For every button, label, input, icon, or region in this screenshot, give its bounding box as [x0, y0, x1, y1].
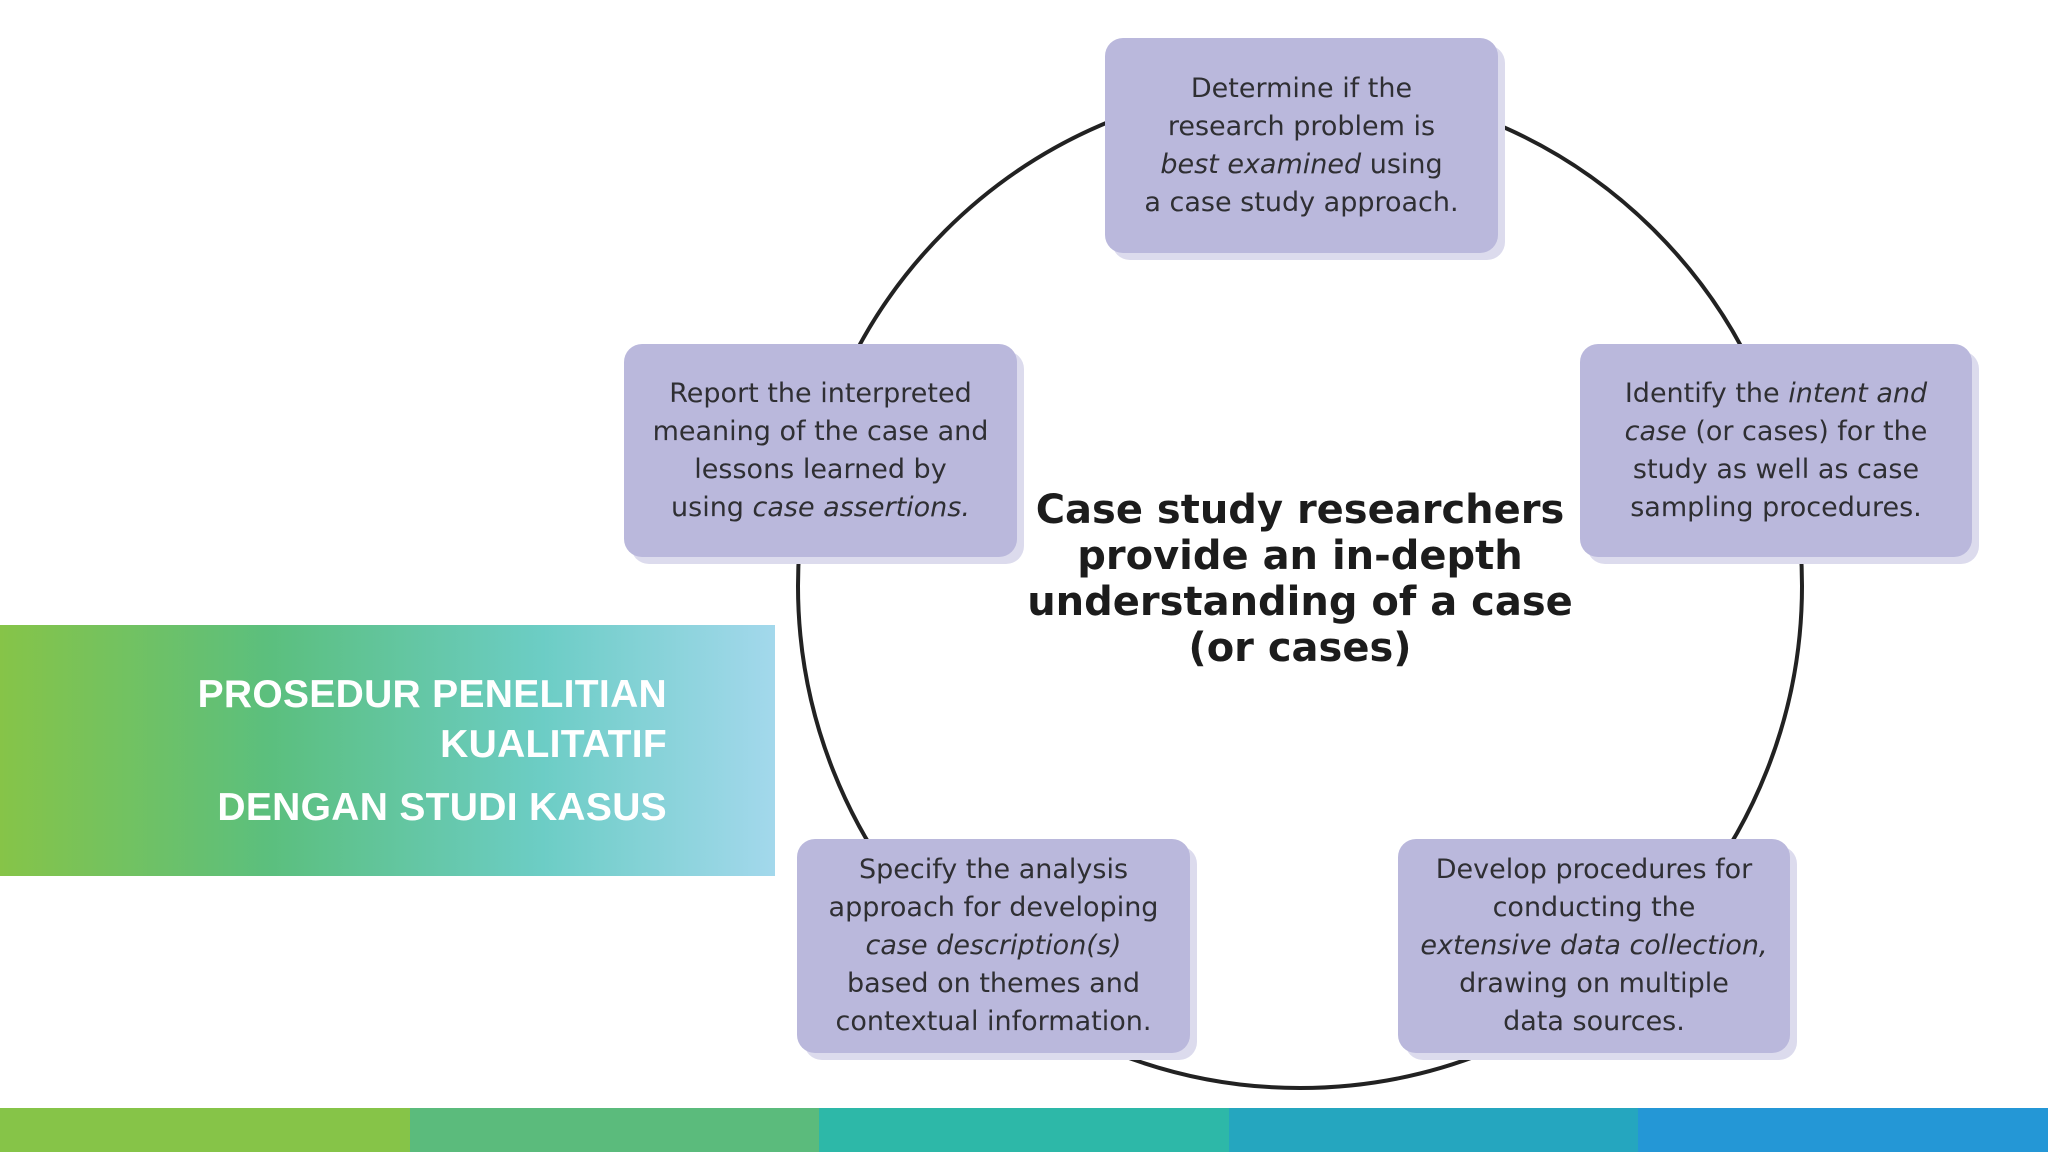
node-text-line: best examined using	[1144, 146, 1458, 184]
node-text-line: drawing on multiple	[1420, 965, 1767, 1003]
node-determine: Determine if the research problem is best …	[1105, 38, 1498, 253]
node-text-run: Specify the analysis	[858, 854, 1129, 885]
node-text-run: sampling procedures.	[1630, 491, 1922, 523]
footer-segment	[409, 1108, 820, 1152]
node-text-line: case description(s)	[829, 927, 1159, 965]
node-text-line: Determine if the	[1144, 70, 1458, 108]
center-statement: Case study researchers provide an in-dep…	[1000, 487, 1600, 671]
node-text-run: conducting the	[1492, 892, 1696, 923]
node-text-run: drawing on multiple	[1459, 968, 1729, 999]
node-text-line: sampling procedures.	[1625, 489, 1928, 527]
node-text-run: a case study approach.	[1144, 186, 1459, 218]
node-text-run: Determine if the	[1190, 72, 1413, 104]
node-text-run: contextual information.	[835, 1006, 1152, 1037]
footer-segment	[1228, 1108, 1639, 1152]
node-text-line: approach for developing	[829, 889, 1159, 927]
node-text-line: Specify the analysis	[829, 851, 1159, 889]
node-text-run: lessons learned by	[694, 453, 947, 485]
node-report-text: Report the interpreted meaning of the cas…	[653, 375, 989, 527]
node-text-run: study as well as case	[1632, 453, 1920, 485]
node-text-run: using	[671, 491, 753, 523]
node-text-italic: intent and	[1788, 377, 1928, 409]
node-text-line: Develop procedures for	[1420, 851, 1767, 889]
footer-color-bar	[0, 1108, 2048, 1152]
node-text-run: approach for developing	[828, 892, 1159, 923]
node-text-line: extensive data collection,	[1420, 927, 1767, 965]
node-text-run: using	[1361, 148, 1443, 180]
center-statement-line: (or cases)	[1188, 625, 1412, 671]
center-statement-line: Case study researchers	[1035, 487, 1565, 533]
node-develop: Develop procedures for conducting the exte…	[1398, 839, 1790, 1053]
node-specify: Specify the analysis approach for develop…	[797, 839, 1190, 1053]
node-text-run: Identify the	[1624, 377, 1789, 409]
node-text-run: (or cases) for the	[1686, 415, 1928, 447]
node-text-italic: extensive data collection,	[1420, 930, 1768, 961]
node-text-line: case (or cases) for the	[1625, 413, 1928, 451]
node-text-line: study as well as case	[1625, 451, 1928, 489]
footer-segment	[1638, 1108, 2048, 1152]
node-text-italic: case	[1624, 415, 1687, 447]
node-text-run: Report the interpreted	[669, 377, 972, 409]
node-text-line: conducting the	[1420, 889, 1767, 927]
node-text-line: contextual information.	[829, 1003, 1159, 1041]
banner-title-line-1: PROSEDUR PENELITIAN	[197, 673, 667, 716]
node-text-italic: best examined	[1160, 148, 1362, 180]
node-text-line: Identify the intent and	[1625, 375, 1928, 413]
node-text-line: Report the interpreted	[653, 375, 989, 413]
node-text-run: data sources.	[1503, 1006, 1685, 1037]
banner-title-line-3: DENGAN STUDI KASUS	[217, 786, 667, 829]
node-text-line: based on themes and	[829, 965, 1159, 1003]
node-text-line: a case study approach.	[1144, 184, 1458, 222]
node-text-line: lessons learned by	[653, 451, 989, 489]
node-text-line: using case assertions.	[653, 489, 989, 527]
node-text-line: meaning of the case and	[653, 413, 989, 451]
node-report: Report the interpreted meaning of the cas…	[624, 344, 1017, 557]
banner-title-line-2: KUALITATIF	[440, 723, 667, 766]
node-text-line: data sources.	[1420, 1003, 1767, 1041]
footer-segment	[0, 1108, 410, 1152]
node-text-italic: case description(s)	[865, 930, 1122, 961]
footer-segment	[819, 1108, 1229, 1152]
node-text-run: meaning of the case and	[652, 415, 989, 447]
node-text-line: research problem is	[1144, 108, 1458, 146]
node-develop-text: Develop procedures for conducting the exte…	[1420, 851, 1767, 1041]
center-statement-line: provide an in-depth	[1077, 533, 1523, 579]
node-specify-text: Specify the analysis approach for develop…	[829, 851, 1159, 1041]
node-text-run: Develop procedures for	[1435, 854, 1753, 885]
node-text-italic: case assertions.	[752, 491, 970, 523]
node-text-run: research problem is	[1167, 110, 1436, 142]
node-determine-text: Determine if the research problem is best …	[1144, 70, 1458, 222]
title-banner: PROSEDUR PENELITIAN KUALITATIF DENGAN ST…	[0, 625, 775, 876]
node-text-run: based on themes and	[847, 968, 1140, 999]
center-statement-line: understanding of a case	[1027, 579, 1573, 625]
